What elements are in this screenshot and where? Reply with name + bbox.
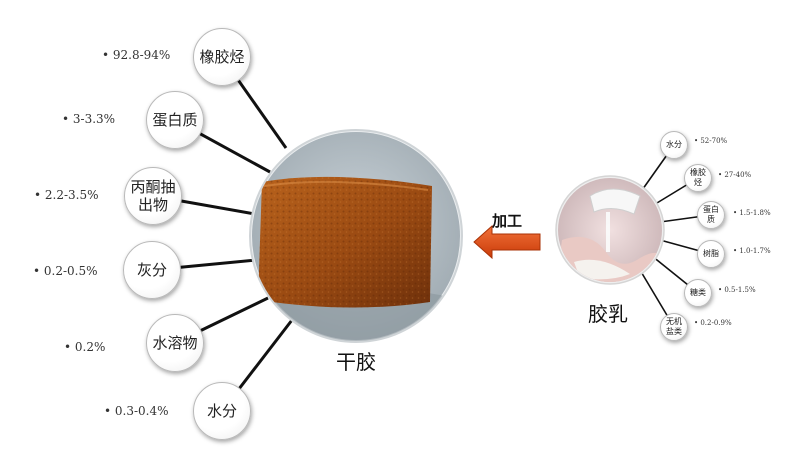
latex-component-name: 蛋白质 bbox=[703, 205, 719, 224]
dry-rubber-component-name: 水溶物 bbox=[152, 334, 198, 352]
latex-photo bbox=[555, 175, 665, 285]
latex-component-name: 水分 bbox=[666, 140, 682, 149]
latex-component-value: • 27-40% bbox=[718, 171, 752, 179]
latex-component-value: • 0.2-0.9% bbox=[694, 319, 732, 327]
latex-component-value: • 1.5-1.8% bbox=[733, 209, 771, 217]
dry-rubber-component-name: 水分 bbox=[206, 402, 237, 420]
latex-component-name: 糖类 bbox=[690, 288, 706, 297]
latex-component-bubble: 蛋白质 bbox=[697, 201, 725, 229]
latex-component-value: • 52-70% bbox=[694, 137, 728, 145]
dry-rubber-component-value: • 2.2-3.5% bbox=[34, 188, 99, 202]
dry-rubber-component-name: 丙酮抽出物 bbox=[130, 178, 176, 214]
dry-rubber-component-bubble: 水分 bbox=[193, 382, 251, 440]
process-arrow bbox=[473, 224, 541, 260]
dry-rubber-component-bubble: 丙酮抽出物 bbox=[124, 167, 182, 225]
latex-component-bubble: 糖类 bbox=[684, 279, 712, 307]
process-label: 加工 bbox=[492, 212, 523, 230]
dry-rubber-component-value: • 92.8-94% bbox=[102, 48, 171, 62]
latex-component-bubble: 橡胶烃 bbox=[684, 164, 712, 192]
dry-rubber-component-value: • 0.2% bbox=[64, 340, 106, 354]
dry-rubber-component-value: • 0.3-0.4% bbox=[104, 404, 169, 418]
dry-rubber-component-bubble: 水溶物 bbox=[146, 314, 204, 372]
latex-component-name: 无机盐类 bbox=[666, 317, 682, 336]
dry-rubber-label: 干胶 bbox=[336, 350, 376, 374]
dry-rubber-component-name: 蛋白质 bbox=[152, 111, 198, 129]
dry-rubber-component-bubble: 橡胶烃 bbox=[193, 28, 251, 86]
dry-rubber-component-value: • 0.2-0.5% bbox=[33, 264, 98, 278]
dry-rubber-component-name: 灰分 bbox=[136, 261, 167, 279]
latex-component-bubble: 水分 bbox=[660, 131, 688, 159]
latex-label: 胶乳 bbox=[588, 302, 628, 326]
latex-component-name: 橡胶烃 bbox=[690, 168, 706, 187]
dry-rubber-component-name: 橡胶烃 bbox=[199, 48, 245, 66]
latex-component-value: • 1.0-1.7% bbox=[733, 247, 771, 255]
latex-component-bubble: 树脂 bbox=[697, 240, 725, 268]
dry-rubber-photo bbox=[249, 129, 463, 343]
latex-component-value: • 0.5-1.5% bbox=[718, 286, 756, 294]
dry-rubber-component-value: • 3-3.3% bbox=[62, 112, 116, 126]
latex-component-bubble: 无机盐类 bbox=[660, 313, 688, 341]
dry-rubber-component-bubble: 蛋白质 bbox=[146, 91, 204, 149]
dry-rubber-component-bubble: 灰分 bbox=[123, 241, 181, 299]
latex-component-name: 树脂 bbox=[703, 249, 719, 258]
